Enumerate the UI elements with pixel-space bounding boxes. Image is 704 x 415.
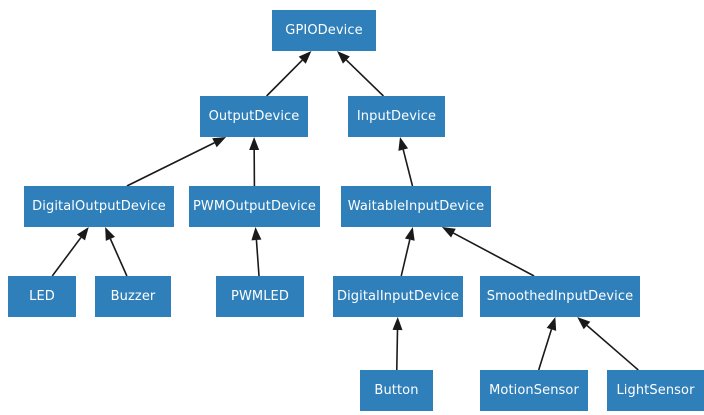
arrowhead-icon	[404, 227, 415, 241]
class-node-pwmled[interactable]: PWMLED	[216, 276, 304, 317]
arrowhead-icon	[105, 227, 115, 241]
class-node-inputdevice[interactable]: InputDevice	[348, 96, 445, 137]
arrowhead-icon	[392, 317, 403, 331]
arrowhead-icon	[251, 227, 262, 241]
class-node-buzzer[interactable]: Buzzer	[95, 276, 171, 317]
class-node-outputdevice[interactable]: OutputDevice	[200, 96, 308, 137]
class-node-label: PWMLED	[231, 289, 289, 304]
class-node-label: Buzzer	[110, 289, 156, 304]
class-node-gpiodevice[interactable]: GPIODevice	[272, 10, 376, 51]
class-node-digitalinputdevice[interactable]: DigitalInputDevice	[333, 276, 463, 317]
class-node-motionsensor[interactable]: MotionSensor	[480, 370, 588, 411]
inheritance-edge-digitaloutputdevice-to-outputdevice	[126, 137, 227, 187]
arrowhead-icon	[577, 317, 591, 330]
inheritance-edge-pwmled-to-pwmoutputdevice	[251, 227, 262, 277]
inheritance-edge-buzzer-to-digitaloutputdevice	[105, 227, 128, 277]
arrowhead-icon	[212, 137, 227, 148]
class-node-label: InputDevice	[356, 109, 437, 124]
arrowhead-icon	[398, 137, 409, 151]
arrowhead-icon	[249, 137, 260, 151]
class-node-label: SmoothedInputDevice	[486, 289, 634, 304]
arrowhead-icon	[76, 227, 89, 241]
inheritance-edge-motionsensor-to-smoothedinputdevice	[537, 317, 557, 371]
class-node-label: GPIODevice	[285, 23, 363, 38]
arrowhead-icon	[546, 317, 557, 331]
class-node-led[interactable]: LED	[8, 276, 76, 317]
inheritance-edge-smoothedinputdevice-to-waitableinputdevice	[441, 227, 535, 277]
class-node-smoothedinputdevice[interactable]: SmoothedInputDevice	[480, 276, 640, 317]
arrowhead-icon	[298, 51, 312, 64]
inheritance-edge-digitalinputdevice-to-waitableinputdevice	[400, 227, 415, 277]
class-node-label: MotionSensor	[489, 383, 579, 398]
arrowhead-icon	[441, 227, 456, 238]
class-node-label: OutputDevice	[208, 109, 300, 124]
class-node-label: LightSensor	[616, 383, 695, 398]
class-node-label: WaitableInputDevice	[347, 199, 485, 214]
arrowhead-icon	[337, 51, 350, 64]
inheritance-edge-outputdevice-to-gpiodevice	[266, 51, 312, 97]
class-node-digitaloutputdevice[interactable]: DigitalOutputDevice	[24, 186, 174, 227]
class-node-label: Button	[374, 383, 419, 398]
class-node-label: PWMOutputDevice	[192, 199, 317, 214]
class-node-waitableinputdevice[interactable]: WaitableInputDevice	[341, 186, 491, 227]
inheritance-edge-waitableinputdevice-to-inputdevice	[398, 137, 414, 187]
inheritance-edge-pwmoutputdevice-to-outputdevice	[249, 137, 260, 187]
inheritance-edge-inputdevice-to-gpiodevice	[337, 51, 385, 97]
class-node-pwmoutputdevice[interactable]: PWMOutputDevice	[189, 186, 320, 227]
inheritance-edge-lightsensor-to-smoothedinputdevice	[577, 317, 639, 371]
class-node-label: DigitalInputDevice	[336, 289, 460, 304]
class-node-label: LED	[29, 289, 55, 304]
class-node-label: DigitalOutputDevice	[32, 199, 166, 214]
inheritance-edge-led-to-digitaloutputdevice	[51, 227, 89, 277]
inheritance-edge-button-to-digitalinputdevice	[392, 317, 403, 371]
class-node-lightsensor[interactable]: LightSensor	[607, 370, 704, 411]
class-node-button[interactable]: Button	[360, 370, 433, 411]
